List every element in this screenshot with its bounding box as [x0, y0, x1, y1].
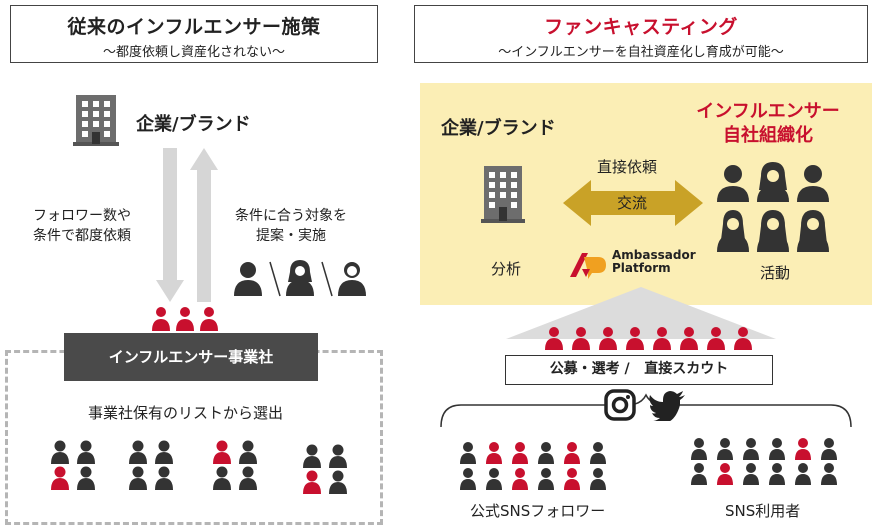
- left-arrow-caption: フォロワー数や 条件で都度依頼: [12, 206, 152, 246]
- platform-logo-text: Ambassador Platform: [612, 249, 696, 275]
- recruit-method-text: 公募・選考 / 直接スカウト: [549, 361, 729, 377]
- sns-user-people: [691, 438, 837, 485]
- agency-people-clusters: [51, 440, 347, 494]
- right-arrow-caption: 条件に合う対象を 提案・実施: [216, 206, 366, 246]
- left-subtitle: 〜都度依頼し資産化されない〜: [102, 45, 285, 60]
- agency-label: インフルエンサー事業社: [108, 348, 274, 366]
- analysis-label: 分析: [491, 260, 522, 278]
- instagram-icon: [604, 389, 636, 421]
- right-title: ファンキャスティング: [544, 16, 738, 38]
- sns-users-label: SNS利用者: [725, 502, 801, 520]
- agency-list-text: 事業社保有のリストから選出: [88, 404, 284, 422]
- recruit-method-box: 公募・選考 / 直接スカウト: [505, 355, 773, 385]
- left-brand-label: 企業/ブランド: [136, 114, 251, 135]
- right-arrow-caption-line1: 条件に合う対象を: [235, 208, 347, 224]
- right-arrow-caption-line2: 提案・実施: [256, 228, 326, 244]
- twitter-icon: [648, 391, 685, 421]
- activity-label: 活動: [760, 264, 791, 282]
- platform-logo-line2: Platform: [612, 261, 671, 275]
- building-icon: [73, 95, 119, 146]
- recruited-people-row: [545, 327, 752, 350]
- sns-brace: [440, 393, 852, 428]
- building-icon: [481, 166, 525, 223]
- right-brand-label: 企業/ブランド: [441, 118, 556, 139]
- right-title-box: ファンキャスティング 〜インフルエンサーを自社資産化し育成が可能〜: [414, 5, 868, 63]
- exchange-label: 交流: [617, 194, 648, 212]
- vertical-arrows: [156, 148, 218, 302]
- agency-label-bar: インフルエンサー事業社: [64, 333, 318, 381]
- left-arrow-caption-line2: 条件で都度依頼: [33, 228, 131, 244]
- official-followers-label: 公式SNSフォロワー: [470, 502, 606, 520]
- influencer-org-label: インフルエンサー 自社組織化: [668, 100, 868, 148]
- agency-staff-icon: [152, 307, 218, 331]
- candidate-persons-icon: [234, 260, 366, 297]
- ambassador-platform-logo: [570, 253, 606, 279]
- influencer-portraits-icon: [717, 162, 829, 252]
- influencer-org-line2: 自社組織化: [723, 125, 813, 146]
- official-follower-people: [460, 442, 606, 490]
- platform-logo-line1: Ambassador: [612, 248, 696, 262]
- left-arrow-caption-line1: フォロワー数や: [33, 208, 131, 224]
- direct-request-label: 直接依頼: [597, 158, 658, 176]
- right-subtitle: 〜インフルエンサーを自社資産化し育成が可能〜: [498, 45, 784, 60]
- influencer-org-line1: インフルエンサー: [696, 101, 840, 122]
- recruit-funnel: [506, 287, 776, 339]
- left-title: 従来のインフルエンサー施策: [67, 16, 321, 38]
- exchange-double-arrow: [563, 180, 703, 226]
- left-title-box: 従来のインフルエンサー施策 〜都度依頼し資産化されない〜: [10, 5, 378, 63]
